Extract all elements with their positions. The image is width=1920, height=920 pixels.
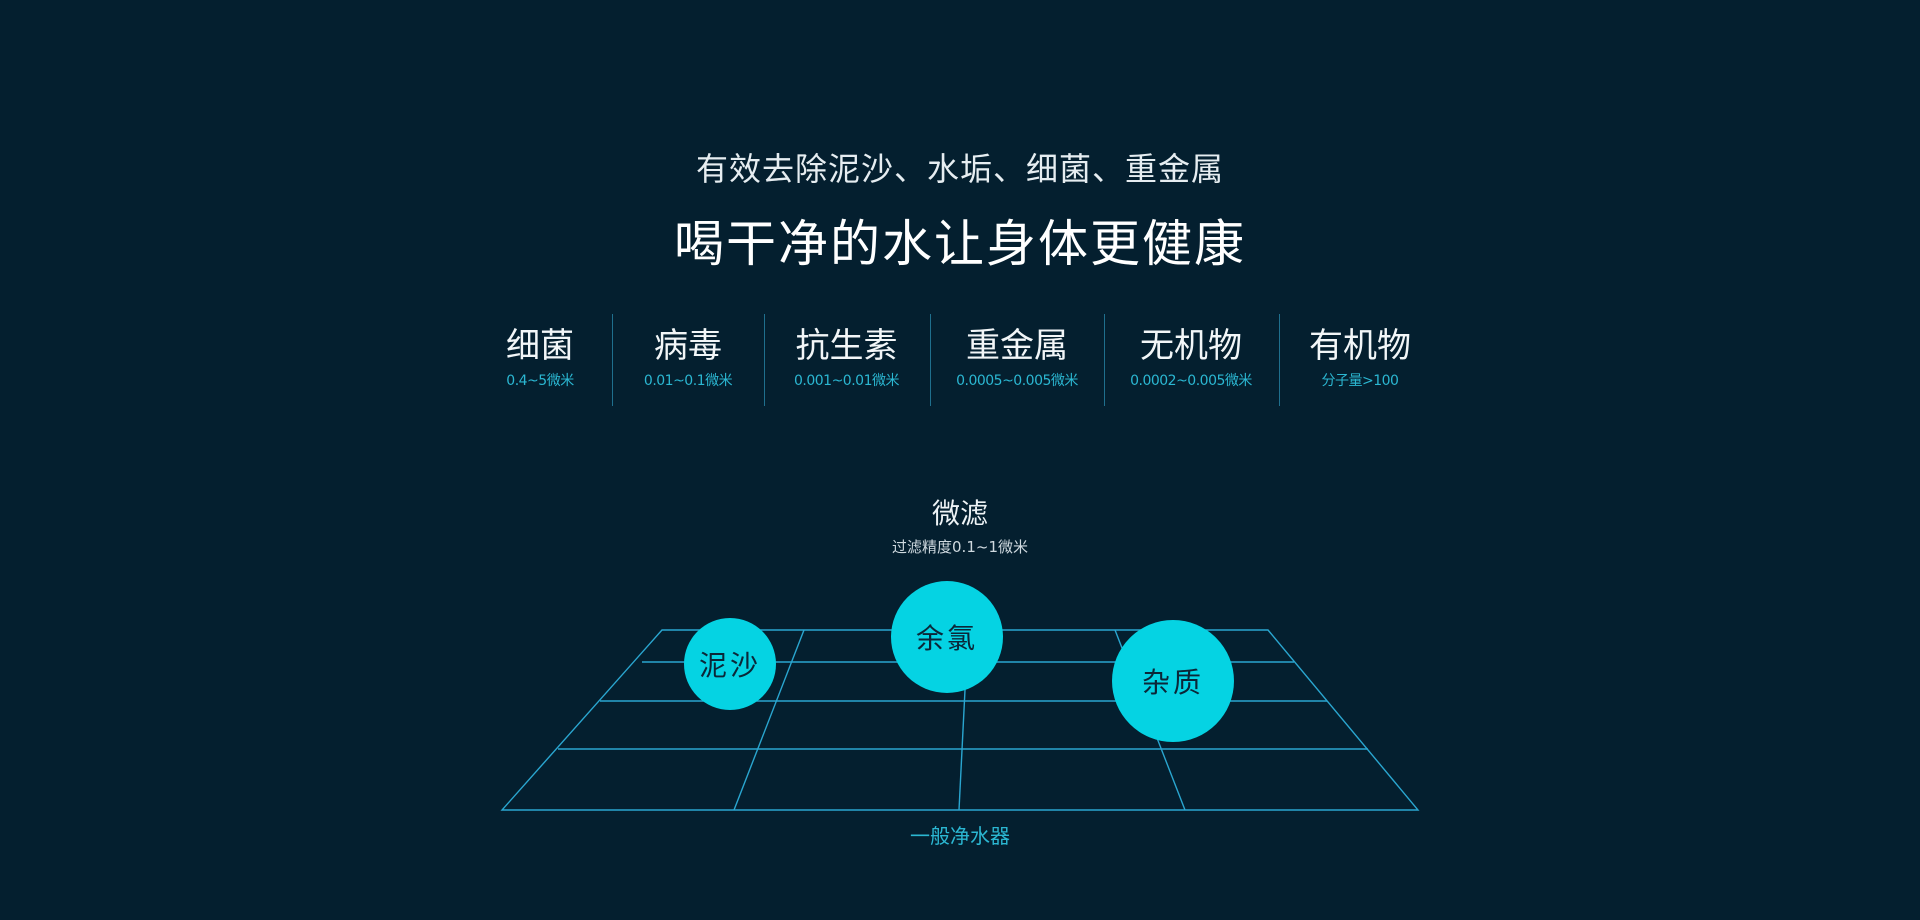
grid-col-line: [733, 629, 805, 811]
category-divider: [930, 314, 931, 406]
category-divider: [764, 314, 765, 406]
category-name: 抗生素: [795, 326, 898, 366]
category-inorganics: 无机物 0.0002~0.005微米: [1105, 314, 1277, 406]
bubble-label: 泥沙: [698, 649, 761, 682]
category-name: 无机物: [1140, 326, 1242, 366]
bubble-sediment: 泥沙: [684, 618, 776, 710]
category-divider: [1279, 314, 1280, 406]
category-heavy-metals: 重金属 0.0005~0.005微米: [931, 314, 1103, 406]
category-name: 有机物: [1309, 326, 1411, 366]
bubble-impurities: 杂质: [1112, 620, 1234, 742]
category-range: 0.0002~0.005微米: [1130, 373, 1252, 389]
category-bacteria: 细菌 0.4~5微米: [480, 314, 600, 406]
page-title: 喝干净的水让身体更健康: [674, 215, 1246, 273]
category-divider: [1104, 314, 1105, 406]
category-antibiotics: 抗生素 0.001~0.01微米: [765, 314, 928, 406]
category-virus: 病毒 0.01~0.1微米: [613, 314, 763, 406]
bubble-residual-chlorine: 余氯: [891, 581, 1003, 693]
category-name: 病毒: [654, 326, 722, 366]
base-label: 一般净水器: [910, 824, 1010, 848]
category-range: 0.001~0.01微米: [794, 373, 899, 389]
category-range: 分子量>100: [1321, 373, 1399, 389]
filter-precision: 过滤精度0.1~1微米: [892, 538, 1028, 556]
category-range: 0.4~5微米: [506, 373, 574, 389]
filter-title: 微滤: [931, 497, 988, 530]
category-range: 0.01~0.1微米: [643, 373, 733, 389]
category-range: 0.0005~0.005微米: [956, 373, 1078, 389]
category-divider: [612, 314, 613, 406]
category-organics: 有机物 分子量>100: [1280, 314, 1440, 406]
contaminant-categories: 细菌 0.4~5微米 病毒 0.01~0.1微米 抗生素 0.001~0.01微…: [480, 314, 1440, 406]
bubble-label: 余氯: [915, 622, 978, 655]
grid-outline: [500, 629, 1420, 811]
bubble-label: 杂质: [1141, 666, 1204, 699]
category-name: 细菌: [506, 326, 574, 366]
category-name: 重金属: [966, 326, 1068, 366]
page-subtitle: 有效去除泥沙、水垢、细菌、重金属: [695, 150, 1224, 188]
